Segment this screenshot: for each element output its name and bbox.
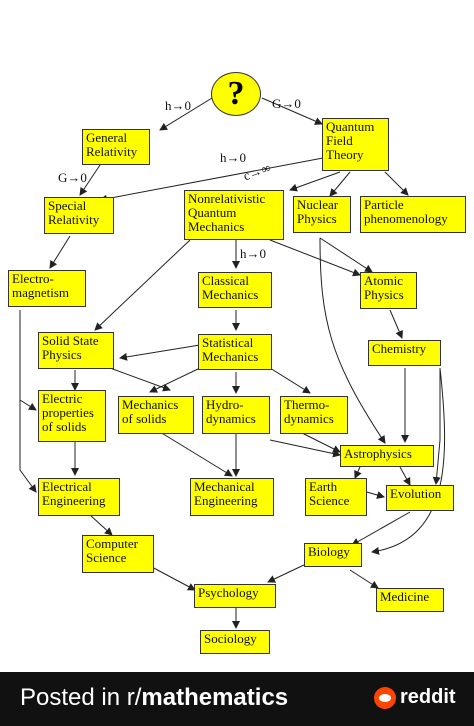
edge-label-h-mid: h→0 (220, 150, 246, 165)
posted-in-footer: Posted in r/mathematics reddit (0, 672, 474, 726)
node-psychology: Psychology (194, 584, 276, 608)
node-atomic-physics: Atomic Physics (360, 272, 417, 309)
node-thermodynamics: Thermo- dynamics (280, 396, 348, 434)
reddit-alien-icon (374, 686, 396, 709)
edge-label-g-right: G→0 (272, 96, 301, 111)
node-nuclear-physics: Nuclear Physics (293, 196, 351, 233)
node-astrophysics: Astrophysics (340, 445, 434, 467)
physics-dependency-diagram: ? h→0 G→0 G→0 h→0 c→∞ h→0 General Relati… (8, 72, 466, 654)
node-particle-phenomenology: Particle phenomenology (360, 196, 466, 233)
node-evolution: Evolution (386, 485, 454, 511)
edge-label-h-left: h→0 (165, 98, 191, 113)
node-solid-state-physics: Solid State Physics (38, 332, 114, 369)
node-mechanics-of-solids: Mechanics of solids (118, 396, 194, 434)
posted-in-text[interactable]: Posted in r/mathematics (20, 684, 288, 712)
node-electromagnetism: Electro- magnetism (8, 270, 86, 307)
diagram-arrows (19, 97, 446, 629)
node-medicine: Medicine (376, 588, 444, 612)
node-mechanical-engineering: Mechanical Engineering (190, 478, 274, 516)
reddit-wordmark: reddit (400, 686, 456, 708)
node-earth-science: Earth Science (305, 478, 367, 516)
node-general-relativity: General Relativity (82, 129, 150, 165)
node-hydrodynamics: Hydro- dynamics (202, 396, 270, 434)
posted-in-prefix: Posted in r/ (20, 684, 142, 711)
edge-label-g-left: G→0 (58, 170, 87, 185)
unknown-theory-circle: ? (211, 72, 261, 116)
node-electric-properties-of-solids: Electric properties of solids (38, 390, 106, 442)
node-chemistry: Chemistry (368, 340, 441, 366)
node-classical-mechanics: Classical Mechanics (198, 272, 272, 308)
node-computer-science: Computer Science (82, 535, 154, 573)
node-sociology: Sociology (200, 630, 270, 654)
node-biology: Biology (304, 543, 362, 567)
reddit-logo[interactable]: reddit (374, 686, 456, 709)
node-electrical-engineering: Electrical Engineering (38, 478, 120, 516)
subreddit-name[interactable]: mathematics (141, 684, 289, 711)
node-quantum-field-theory: Quantum Field Theory (322, 118, 389, 171)
node-special-relativity: Special Relativity (44, 197, 114, 234)
edge-label-h-classical: h→0 (240, 246, 266, 261)
node-statistical-mechanics: Statistical Mechanics (198, 334, 272, 370)
node-nonrelativistic-qm: Nonrelativistic Quantum Mechanics (184, 190, 284, 240)
